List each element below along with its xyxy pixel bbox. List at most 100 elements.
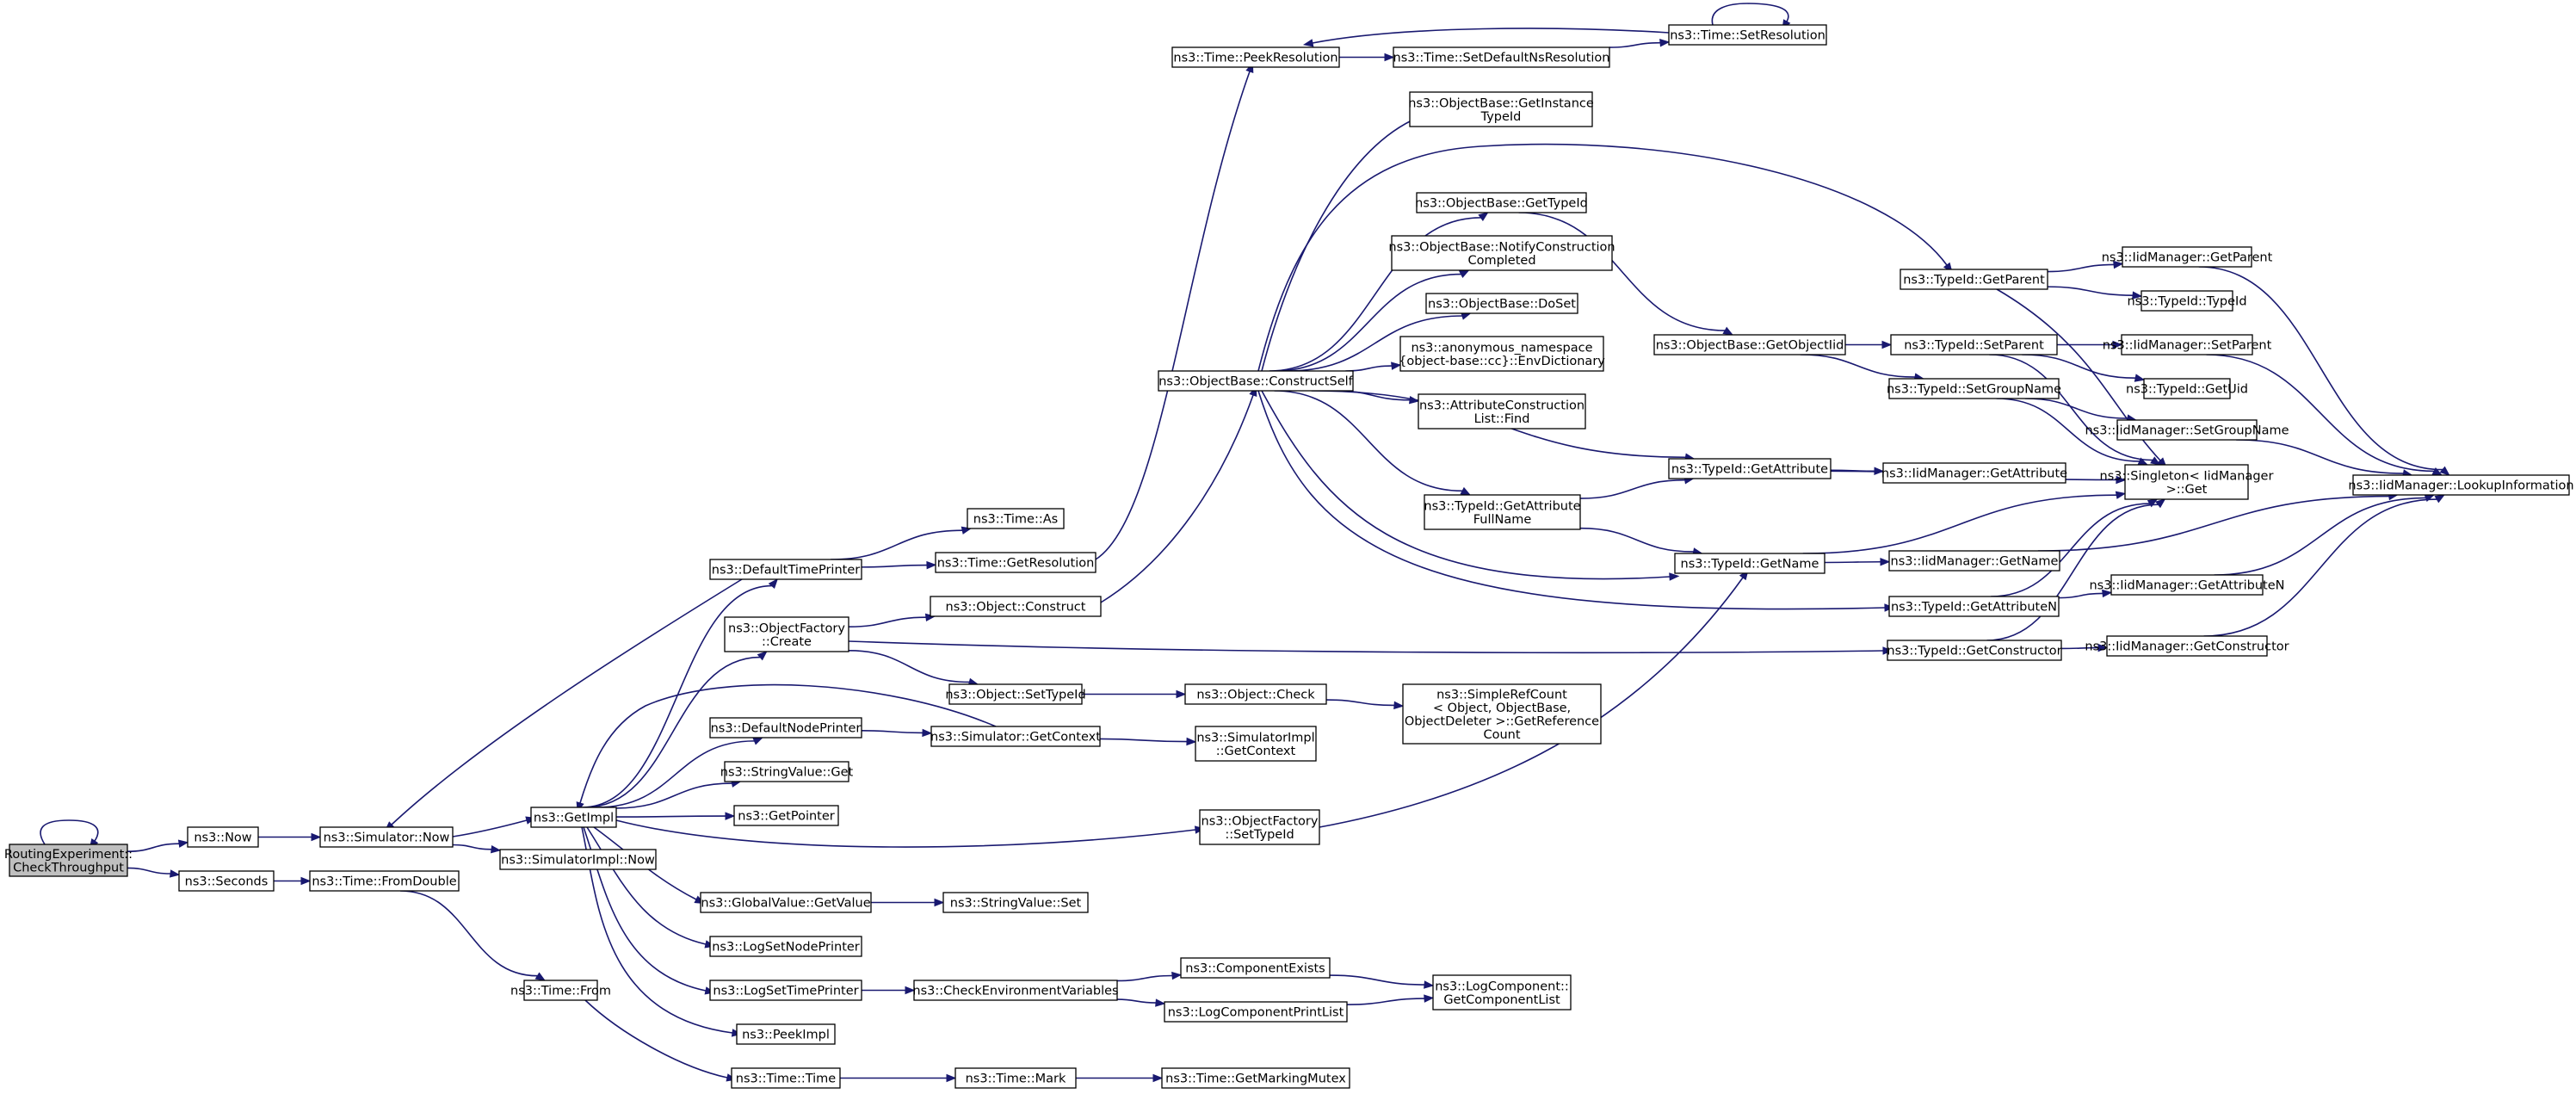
- function-node-lookupinfo[interactable]: ns3::IidManager::LookupInformation: [2348, 474, 2574, 496]
- function-node-fromdouble[interactable]: ns3::Time::FromDouble: [309, 870, 460, 892]
- function-node-simimplctx[interactable]: ns3::SimulatorImpl::GetContext: [1195, 726, 1317, 762]
- function-node-tidsetgroup[interactable]: ns3::TypeId::SetGroupName: [1887, 378, 2061, 399]
- node-box: [1399, 336, 1604, 372]
- function-node-timefrom[interactable]: ns3::Time::From: [510, 980, 611, 1001]
- edge-line: [831, 529, 963, 560]
- node-label: Completed: [1467, 254, 1535, 268]
- function-node-setdefres[interactable]: ns3::Time::SetDefaultNsResolution: [1393, 46, 1610, 68]
- edge-root-to-seconds: [127, 867, 181, 878]
- function-node-seconds[interactable]: ns3::Seconds: [178, 870, 275, 892]
- node-box: [948, 683, 1083, 705]
- edge-line: [1329, 974, 1425, 986]
- function-node-getcomplist[interactable]: ns3::LogComponent::GetComponentList: [1432, 974, 1572, 1011]
- edge-arrowhead: [2097, 643, 2109, 652]
- function-node-timemark[interactable]: ns3::Time::Mark: [954, 1067, 1077, 1089]
- function-node-iidgetattrn[interactable]: ns3::IidManager::GetAttributeN: [2089, 574, 2285, 596]
- function-node-obgettypeid[interactable]: ns3::ObjectBase::GetTypeId: [1415, 192, 1588, 213]
- node-label: ns3::ObjectFactory: [728, 621, 845, 635]
- edge-line: [2058, 592, 2103, 599]
- edge-arrowhead: [1881, 340, 1893, 349]
- edge-arrowhead: [752, 737, 763, 745]
- function-node-tidgetparent[interactable]: ns3::TypeId::GetParent: [1900, 269, 2048, 290]
- function-node-objsettypeid[interactable]: ns3::Object::SetTypeId: [945, 683, 1086, 705]
- function-node-simgetctx[interactable]: ns3::Simulator::GetContext: [930, 726, 1101, 747]
- function-node-tidgetattr[interactable]: ns3::TypeId::GetAttribute: [1668, 458, 1832, 479]
- function-node-deftimeprinter[interactable]: ns3::DefaultTimePrinter: [709, 559, 862, 580]
- edge-seconds-to-fromdouble: [274, 876, 312, 886]
- function-node-compexists[interactable]: ns3::ComponentExists: [1180, 957, 1331, 979]
- function-node-timeas[interactable]: ns3::Time::As: [967, 508, 1065, 529]
- edge-tidsetparent-to-iidsetparent: [2056, 340, 2123, 349]
- node-label: ns3::ObjectBase::ConstructSelf: [1158, 375, 1353, 389]
- node-label: ns3::Object::Construct: [946, 601, 1086, 615]
- edge-iidgetctor-to-lookupinfo: [2203, 494, 2446, 637]
- edge-line: [579, 683, 997, 804]
- function-node-setres[interactable]: ns3::Time::SetResolution: [1668, 24, 1827, 46]
- function-node-root[interactable]: RoutingExperiment::CheckThroughput: [4, 844, 133, 877]
- function-node-iidgetname[interactable]: ns3::IidManager::GetName: [1888, 550, 2060, 572]
- function-node-objcheck[interactable]: ns3::Object::Check: [1184, 683, 1327, 705]
- node-box: [700, 892, 872, 913]
- edge-arrowhead: [2439, 466, 2450, 476]
- function-node-tidtypeid[interactable]: ns3::TypeId::TypeId: [2127, 290, 2247, 312]
- function-node-logcompprint[interactable]: ns3::LogComponentPrintList: [1164, 1001, 1348, 1023]
- function-node-iidsetgroup[interactable]: ns3::IidManager::SetGroupName: [2085, 419, 2289, 441]
- function-node-getres[interactable]: ns3::Time::GetResolution: [935, 552, 1096, 573]
- edge-line: [615, 819, 1196, 848]
- node-label: ns3::IidManager::GetAttributeN: [2089, 579, 2284, 593]
- function-node-peekres[interactable]: ns3::Time::PeekResolution: [1171, 46, 1340, 68]
- function-node-getobjiid[interactable]: ns3::ObjectBase::GetObjectIid: [1653, 334, 1846, 355]
- function-node-iidgetparent[interactable]: ns3::IidManager::GetParent: [2102, 246, 2273, 268]
- function-node-strvalget[interactable]: ns3::StringValue::Get: [720, 761, 854, 782]
- function-node-peekimpl[interactable]: ns3::PeekImpl: [736, 1023, 836, 1045]
- function-node-iidgetctor[interactable]: ns3::IidManager::GetConstructor: [2085, 635, 2289, 657]
- function-node-now[interactable]: ns3::Now: [187, 826, 259, 848]
- function-node-tidgetctor[interactable]: ns3::TypeId::GetConstructor: [1887, 640, 2062, 661]
- edge-arrowhead: [934, 898, 945, 907]
- function-node-tidgetuid[interactable]: ns3::TypeId::GetUid: [2126, 378, 2248, 399]
- function-node-getmarkmutex[interactable]: ns3::Time::GetMarkingMutex: [1161, 1067, 1350, 1089]
- node-label: ns3::ObjectBase::GetTypeId: [1415, 197, 1588, 211]
- node-label: ::GetContext: [1216, 745, 1296, 758]
- function-node-logsettime[interactable]: ns3::LogSetTimePrinter: [709, 980, 862, 1001]
- edge-arrowhead: [1155, 998, 1166, 1007]
- node-label: ns3::Singleton< IidManager: [2100, 469, 2274, 483]
- node-label: ns3::IidManager::GetName: [1891, 555, 2059, 569]
- function-node-getpointer[interactable]: ns3::GetPointer: [733, 805, 839, 826]
- node-label: ns3::ObjectBase::GetInstance: [1408, 96, 1594, 110]
- function-node-simnow[interactable]: ns3::Simulator::Now: [319, 826, 454, 848]
- edge-line: [861, 729, 924, 734]
- function-node-timetime[interactable]: ns3::Time::Time: [731, 1067, 841, 1089]
- function-node-envdict[interactable]: ns3::anonymous_namespace{object-base::cc…: [1399, 336, 1605, 372]
- function-node-tidgetname[interactable]: ns3::TypeId::GetName: [1674, 553, 1825, 574]
- function-node-singletonget[interactable]: ns3::Singleton< IidManager >::Get: [2100, 464, 2274, 500]
- edge-tidsetparent-to-tidgetuid: [2022, 354, 2146, 382]
- edge-setres-to-peekres: [1302, 28, 1670, 47]
- function-node-doset[interactable]: ns3::ObjectBase::DoSet: [1425, 293, 1578, 314]
- function-node-getimpl[interactable]: ns3::GetImpl: [530, 807, 617, 828]
- node-label: ns3::CheckEnvironmentVariables: [912, 985, 1118, 998]
- function-node-strvalset[interactable]: ns3::StringValue::Set: [942, 892, 1089, 913]
- edge-arrowhead: [1478, 212, 1489, 221]
- edge-tidgetattrn-to-iidgetattrn: [2058, 589, 2113, 599]
- function-node-globalget[interactable]: ns3::GlobalValue::GetValue: [700, 892, 872, 913]
- function-node-iidsetparent[interactable]: ns3::IidManager::SetParent: [2103, 334, 2272, 355]
- function-node-objfactsettid[interactable]: ns3::ObjectFactory::SetTypeId: [1199, 809, 1320, 845]
- function-node-simimplnow[interactable]: ns3::SimulatorImpl::Now: [499, 849, 657, 870]
- function-node-objconstruct[interactable]: ns3::Object::Construct: [930, 596, 1102, 617]
- function-node-notifyconst[interactable]: ns3::ObjectBase::NotifyConstructionCompl…: [1388, 235, 1615, 271]
- function-node-simplerefcount[interactable]: ns3::SimpleRefCount< Object, ObjectBase,…: [1402, 683, 1602, 745]
- function-node-iidgetattr[interactable]: ns3::IidManager::GetAttribute: [1881, 462, 2067, 484]
- edge-arrowhead: [1384, 53, 1395, 62]
- function-node-constructself[interactable]: ns3::ObjectBase::ConstructSelf: [1158, 370, 1354, 392]
- function-node-checkenv[interactable]: ns3::CheckEnvironmentVariables: [912, 980, 1119, 1001]
- function-node-defnodeprinter[interactable]: ns3::DefaultNodePrinter: [709, 717, 862, 739]
- function-node-tidsetparent[interactable]: ns3::TypeId::SetParent: [1890, 334, 2058, 355]
- function-node-logsetnode[interactable]: ns3::LogSetNodePrinter: [709, 936, 862, 957]
- function-node-objfactcreate[interactable]: ns3::ObjectFactory::Create: [724, 616, 849, 652]
- function-node-tidgetattrn[interactable]: ns3::TypeId::GetAttributeN: [1888, 596, 2060, 617]
- node-box: [1199, 809, 1320, 845]
